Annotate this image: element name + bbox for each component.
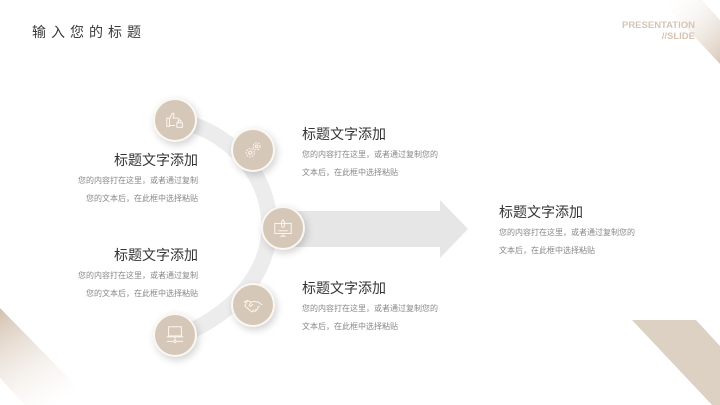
step-5-circle — [153, 313, 197, 357]
item-1-title: 标题文字添加 — [114, 153, 198, 169]
item-5-desc-line2: 文本后，在此框中选择粘贴 — [302, 322, 398, 331]
item-3-title: 标题文字添加 — [499, 205, 583, 221]
item-4-title: 标题文字添加 — [114, 248, 198, 264]
page-title: 输入您的标题 — [32, 25, 146, 41]
step-2-circle — [231, 128, 275, 172]
step-4-circle — [231, 283, 275, 327]
item-5-title: 标题文字添加 — [302, 281, 386, 297]
item-5-desc-line1: 您的内容打在这里，或者通过复制您的 — [302, 304, 438, 313]
laptop-network-icon — [166, 326, 184, 344]
bottom-left-corner-decoration — [0, 308, 95, 405]
rocket-monitor-icon — [274, 219, 292, 237]
item-2-desc-line2: 文本后，在此框中选择粘贴 — [302, 168, 398, 177]
item-3-desc-line2: 文本后，在此框中选择粘贴 — [499, 246, 595, 255]
gears-icon — [245, 142, 261, 158]
step-1-circle — [153, 98, 197, 142]
item-2-desc-line1: 您的内容打在这里，或者通过复制您的 — [302, 150, 438, 159]
item-1-desc-line2: 您的文本后，在此框中选择粘贴 — [86, 194, 198, 203]
bottom-right-corner-decoration — [632, 320, 720, 405]
item-3-desc: 您的内容打在这里，或者通过复制您的 文本后，在此框中选择粘贴 — [499, 224, 635, 260]
brand-line-1: PRESENTATION — [621, 20, 695, 31]
arrow-shape — [285, 200, 468, 258]
top-right-corner-decoration — [660, 0, 720, 64]
item-2-title: 标题文字添加 — [302, 127, 386, 143]
step-3-circle — [261, 206, 305, 250]
thumbs-up-icon — [166, 112, 183, 128]
item-4-desc: 您的内容打在这里，或者通过复制 您的文本后，在此框中选择粘贴 — [78, 267, 198, 303]
item-1-desc: 您的内容打在这里，或者通过复制 您的文本后，在此框中选择粘贴 — [78, 172, 198, 208]
item-1-desc-line1: 您的内容打在这里，或者通过复制 — [78, 176, 198, 185]
handshake-icon — [243, 299, 263, 313]
item-5-desc: 您的内容打在这里，或者通过复制您的 文本后，在此框中选择粘贴 — [302, 300, 438, 336]
item-4-desc-line1: 您的内容打在这里，或者通过复制 — [78, 271, 198, 280]
item-4-desc-line2: 您的文本后，在此框中选择粘贴 — [86, 289, 198, 298]
item-3-desc-line1: 您的内容打在这里，或者通过复制您的 — [499, 228, 635, 237]
brand-line-2: //SLIDE — [661, 31, 695, 42]
brand-label: PRESENTATION //SLIDE — [622, 20, 695, 42]
item-2-desc: 您的内容打在这里，或者通过复制您的 文本后，在此框中选择粘贴 — [302, 146, 438, 182]
